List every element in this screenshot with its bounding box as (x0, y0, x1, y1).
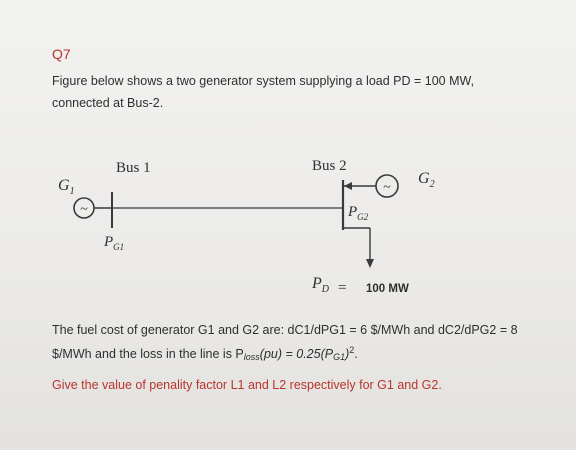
intro-paragraph: Figure below shows a two generator syste… (52, 70, 522, 114)
pg1-label: PG1 (103, 234, 124, 252)
cost-line-1: The fuel cost of generator G1 and G2 are… (52, 323, 518, 337)
g2-arrow-icon (344, 182, 352, 190)
pd-equals: = (338, 280, 346, 296)
g1-label: G1 (58, 177, 75, 197)
pd-label: PD (311, 275, 330, 295)
intro-line-1: Figure below shows a two generator syste… (52, 74, 475, 88)
g2-label: G2 (418, 170, 435, 190)
generator-g2-icon: ~ (375, 174, 399, 198)
generator-g1-icon: ~ (73, 197, 95, 219)
svg-text:~: ~ (383, 180, 391, 195)
task-line: Give the value of penality factor L1 and… (52, 378, 442, 392)
pg2-label: PG2 (347, 204, 369, 222)
cost-line-2: $/MWh and the loss in the line is Ploss(… (52, 345, 358, 362)
intro-line-2: connected at Bus-2. (52, 96, 164, 110)
pd-value: 100 MW (366, 283, 409, 295)
bus2-label: Bus 2 (312, 158, 347, 174)
svg-text:~: ~ (80, 202, 88, 217)
question-number: Q7 (52, 46, 71, 62)
cost-paragraph: The fuel cost of generator G1 and G2 are… (52, 320, 552, 367)
load-arrow-icon (366, 259, 374, 268)
bus1-label: Bus 1 (116, 160, 151, 176)
